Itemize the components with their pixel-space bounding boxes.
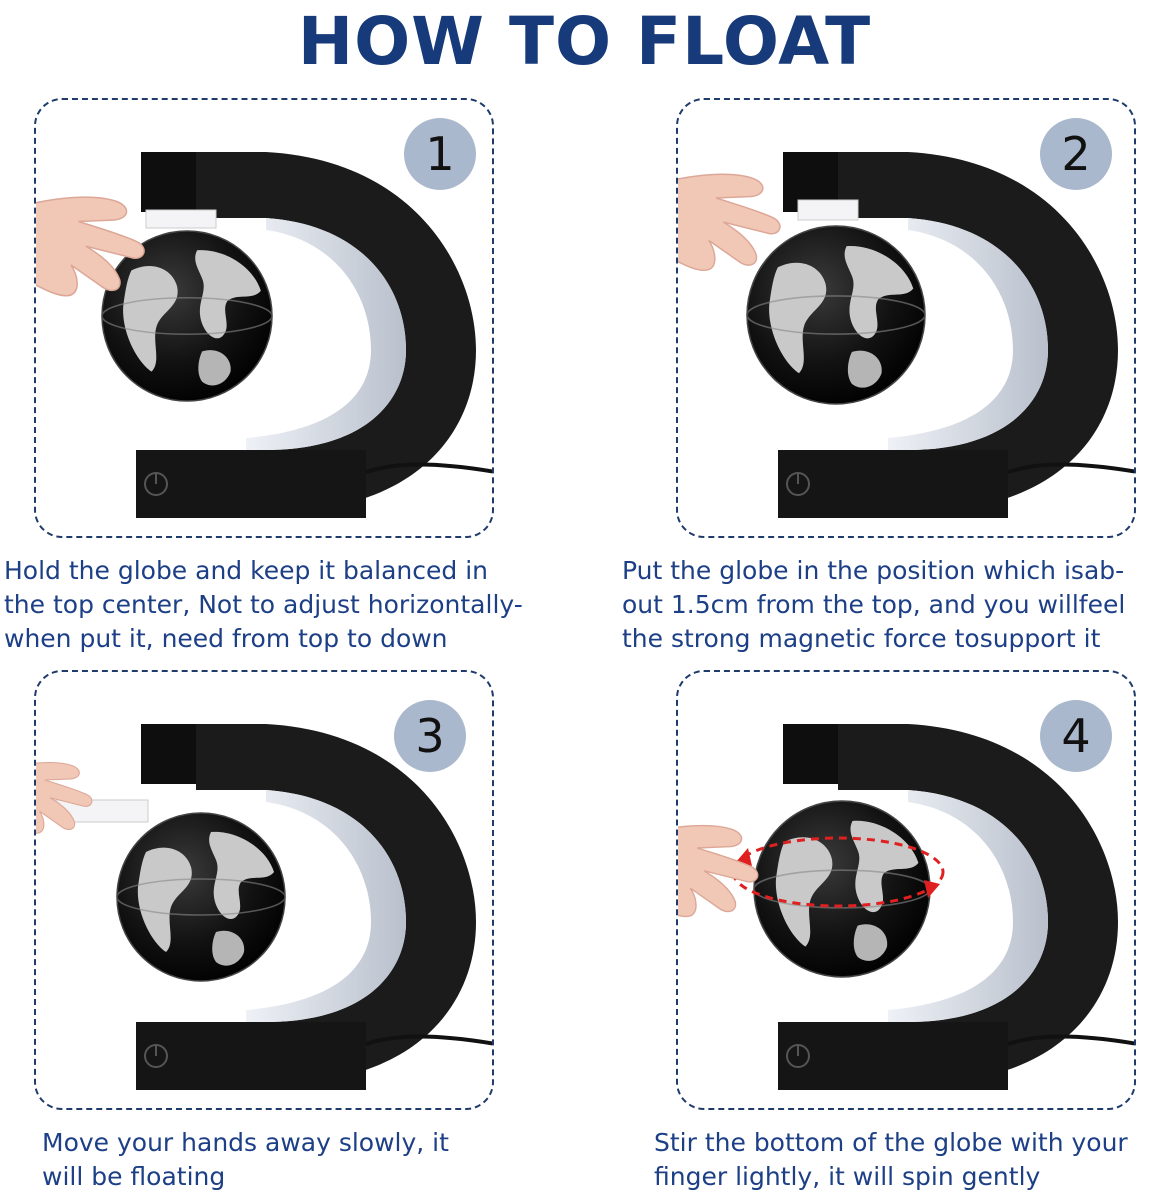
step-number-badge: 1 [404,118,476,190]
step-panel-2: 2 [676,98,1136,538]
step-caption-2: Put the globe in the position which isab… [622,554,1125,656]
caption-line: will be floating [42,1162,226,1191]
caption-line: Put the globe in the position which isab… [622,556,1125,585]
spin-arrow-icon [924,880,940,898]
caption-line: Hold the globe and keep it balanced in [4,556,489,585]
caption-line: Move your hands away slowly, it [42,1128,449,1157]
caption-line: Stir the bottom of the globe with your [654,1128,1128,1157]
caption-line: out 1.5cm from the top, and you willfeel [622,590,1126,619]
caption-line: when put it, need from top to down [4,624,448,653]
levitating-globe-illustration [36,722,492,1092]
step-number-badge: 3 [394,700,466,772]
caption-line: the strong magnetic force tosupport it [622,624,1101,653]
step-caption-4: Stir the bottom of the globe with your f… [654,1126,1128,1194]
step-panel-1: 1 [34,98,494,538]
step-panel-4: 4 [676,670,1136,1110]
levitating-globe-illustration [678,150,1134,520]
step-caption-3: Move your hands away slowly, it will be … [42,1126,449,1194]
caption-line: finger lightly, it will spin gently [654,1162,1041,1191]
caption-line: the top center, Not to adjust horizontal… [4,590,523,619]
step-number-badge: 4 [1040,700,1112,772]
page-title: HOW TO FLOAT [297,3,872,80]
step-number-badge: 2 [1040,118,1112,190]
step-caption-1: Hold the globe and keep it balanced in t… [4,554,523,656]
step-panel-3: 3 [34,670,494,1110]
levitating-globe-illustration [678,722,1134,1092]
levitating-globe-illustration [36,150,492,520]
